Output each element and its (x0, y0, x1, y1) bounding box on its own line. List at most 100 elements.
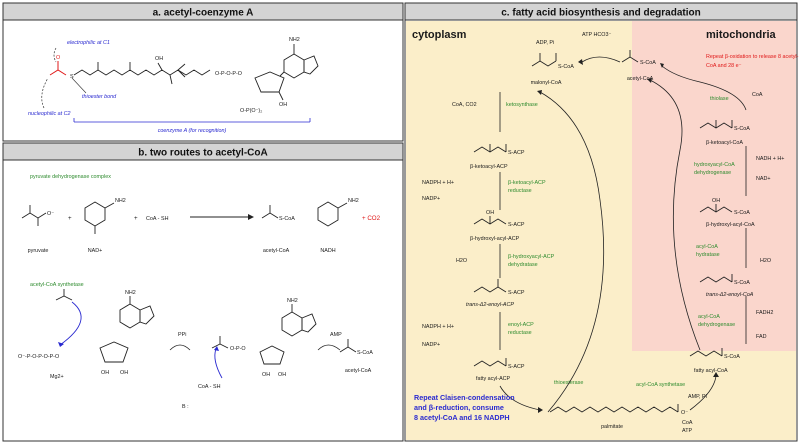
label-pdh: pyruvate dehydrogenase complex (30, 174, 111, 180)
svg-text:O-P-O-P-O: O-P-O-P-O (215, 71, 242, 77)
svg-text:S-ACP: S-ACP (508, 290, 525, 296)
mitochondria-region (632, 21, 796, 351)
svg-text:O-P-O: O-P-O (230, 346, 246, 352)
svg-text:NH2: NH2 (287, 298, 298, 304)
label-co2: + CO2 (362, 215, 381, 222)
enzyme-ketosynthase: ketosynthase (506, 102, 538, 108)
svg-text:OH: OH (262, 372, 270, 378)
svg-text:+: + (134, 215, 138, 222)
acetyl-coa-structure: O S OH O-P-O-P-O OH O-P(O⁻)₂ NH2 (49, 37, 319, 114)
nad-structure: NH2 (84, 198, 126, 234)
enzyme-ketoacyl-acp-reductase-1: β-ketoacyl-ACP (508, 180, 546, 186)
ketoacyl-acp-structure: S-ACP (473, 144, 525, 156)
svg-text:S-CoA: S-CoA (357, 350, 373, 356)
svg-text:O⁻: O⁻ (681, 410, 688, 416)
malonylcoa-structure: S-CoA (531, 53, 574, 70)
svg-text:S-CoA: S-CoA (640, 60, 656, 66)
enzyme-thiolase: thiolase (710, 96, 729, 102)
fatty-acyl-coa-structure: S-CoA (689, 348, 740, 360)
svg-text:S-CoA: S-CoA (724, 354, 740, 360)
cytoplasm-cycle-arrow (539, 91, 605, 413)
svg-text:ATP: ATP (682, 428, 692, 434)
label-acs: acetyl-CoA synthetase (30, 282, 84, 288)
svg-text:S-ACP: S-ACP (508, 364, 525, 370)
label-amp-pi: AMP, Pi (688, 394, 707, 400)
panel-c-header: c. fatty acid biosynthesis and degradati… (501, 8, 701, 19)
svg-text:S-ACP: S-ACP (508, 150, 525, 156)
repeat-claisen-line1: Repeat Claisen-condensation (414, 393, 515, 402)
label-atp-hco3: ATP HCO3⁻ (582, 32, 611, 38)
panel-a-header: a. acetyl-coenzyme A (153, 8, 254, 19)
label-mitochondria: mitochondria (706, 29, 777, 41)
label-acetylcoa-2: acetyl-CoA (345, 368, 372, 374)
svg-text:S-CoA: S-CoA (734, 210, 750, 216)
label-mg: Mg2+ (50, 374, 64, 380)
svg-text:dehydrogenase: dehydrogenase (694, 170, 731, 176)
svg-text:reductase: reductase (508, 188, 532, 194)
electrophilic-arrow (53, 47, 57, 63)
label-acetylcoa-c: acetyl-CoA (627, 76, 654, 82)
label-nad-c: NAD+ (756, 176, 771, 182)
svg-text:S-CoA: S-CoA (734, 280, 750, 286)
label-enoyl-acp: trans-Δ2-enoyl-ACP (466, 302, 514, 308)
enzyme-acylcoa-synthetase: acyl-CoA synthetase (636, 382, 685, 388)
label-coa-atp-1: CoA (682, 420, 693, 426)
label-coa-co2: CoA, CO2 (452, 102, 477, 108)
panel-b-header: b. two routes to acetyl-CoA (138, 148, 267, 159)
panel-b-header-bar (2, 142, 404, 161)
label-ketoacyl-acp: β-ketoacyl-ACP (470, 164, 508, 170)
panel-c-header-bar (404, 2, 798, 21)
label-coa: CoA (752, 92, 763, 98)
enzyme-acylcoa-dehydrogenase: acyl-CoA (698, 314, 720, 320)
mitochondria-cycle-arrow (649, 79, 701, 351)
svg-text:reductase: reductase (508, 330, 532, 336)
svg-text:O⁻-P-O-P-O-P-O: O⁻-P-O-P-O-P-O (18, 354, 59, 360)
label-ketoacyl-coa: β-ketoacyl-CoA (706, 140, 743, 146)
label-nadh-h: NADH + H+ (756, 156, 784, 162)
label-palmitate: palmitate (601, 424, 623, 430)
svg-text:O⁻: O⁻ (47, 211, 54, 217)
svg-text:S-CoA: S-CoA (279, 216, 295, 222)
label-ppi: PPi (178, 332, 186, 338)
repeat-beta-line1: Repeat β-oxidation to release 8 acetyl- (706, 54, 799, 60)
svg-text:OH: OH (278, 372, 286, 378)
label-enoyl-coa: trans-Δ2-enoyl-CoA (706, 292, 754, 298)
svg-text:O-P(O⁻)₂: O-P(O⁻)₂ (240, 108, 262, 114)
svg-text:S-CoA: S-CoA (558, 64, 574, 70)
label-nadph-1: NADPH + H+ (422, 180, 454, 186)
svg-text:+: + (68, 215, 72, 222)
acetylcoa-product: S-CoA (261, 205, 295, 222)
enzyme-hydroxyacyl-acp-dehydratase: β-hydroxyacyl-ACP (508, 254, 555, 260)
svg-text:OH: OH (486, 210, 494, 216)
acetylcoa-product-2: S-CoA (339, 339, 373, 356)
acyl-adenylate-intermediate: O-P-O NH2 OH OH (211, 298, 317, 379)
svg-text:8 acetyl-CoA and 16 NADPH: 8 acetyl-CoA and 16 NADPH (414, 413, 510, 422)
label-fad: FAD (756, 334, 767, 340)
panel-b-frame (2, 142, 404, 442)
label-amp: AMP (330, 332, 342, 338)
fatty-acyl-acp-structure: S-ACP (473, 358, 525, 370)
label-thioester: thioester bond (82, 94, 117, 100)
panel-a-header-bar (2, 2, 404, 21)
nadh-structure: NH2 (317, 198, 359, 227)
label-electrophilic: electrophilic at C1 (67, 40, 110, 46)
svg-text:NH2: NH2 (115, 198, 126, 204)
label-malonylcoa: malonyl-CoA (531, 80, 562, 86)
label-nad: NAD+ (88, 248, 103, 254)
svg-text:hydratase: hydratase (696, 252, 720, 258)
label-nadh: NADH (320, 248, 335, 254)
ketoacyl-coa-structure: S-CoA (699, 120, 750, 132)
label-cytoplasm: cytoplasm (412, 29, 467, 41)
label-nadp-1: NADP+ (422, 196, 440, 202)
svg-text:NH2: NH2 (125, 290, 136, 296)
pyruvate-structure: O⁻ (21, 205, 54, 226)
svg-text:S-ACP: S-ACP (508, 222, 525, 228)
acetate-atp-structure: O⁻-P-O-P-O-P-O NH2 OH OH (18, 289, 155, 376)
enzyme-enoyl-acp-reductase: enoyl-ACP (508, 322, 534, 328)
enoyl-coa-structure: S-CoA (699, 274, 750, 286)
hydroxyacyl-acp-structure: OH S-ACP (473, 210, 525, 228)
label-pyruvate: pyruvate (28, 248, 49, 254)
label-h2o-2: H2O (760, 258, 771, 264)
svg-text:OH: OH (155, 56, 163, 62)
